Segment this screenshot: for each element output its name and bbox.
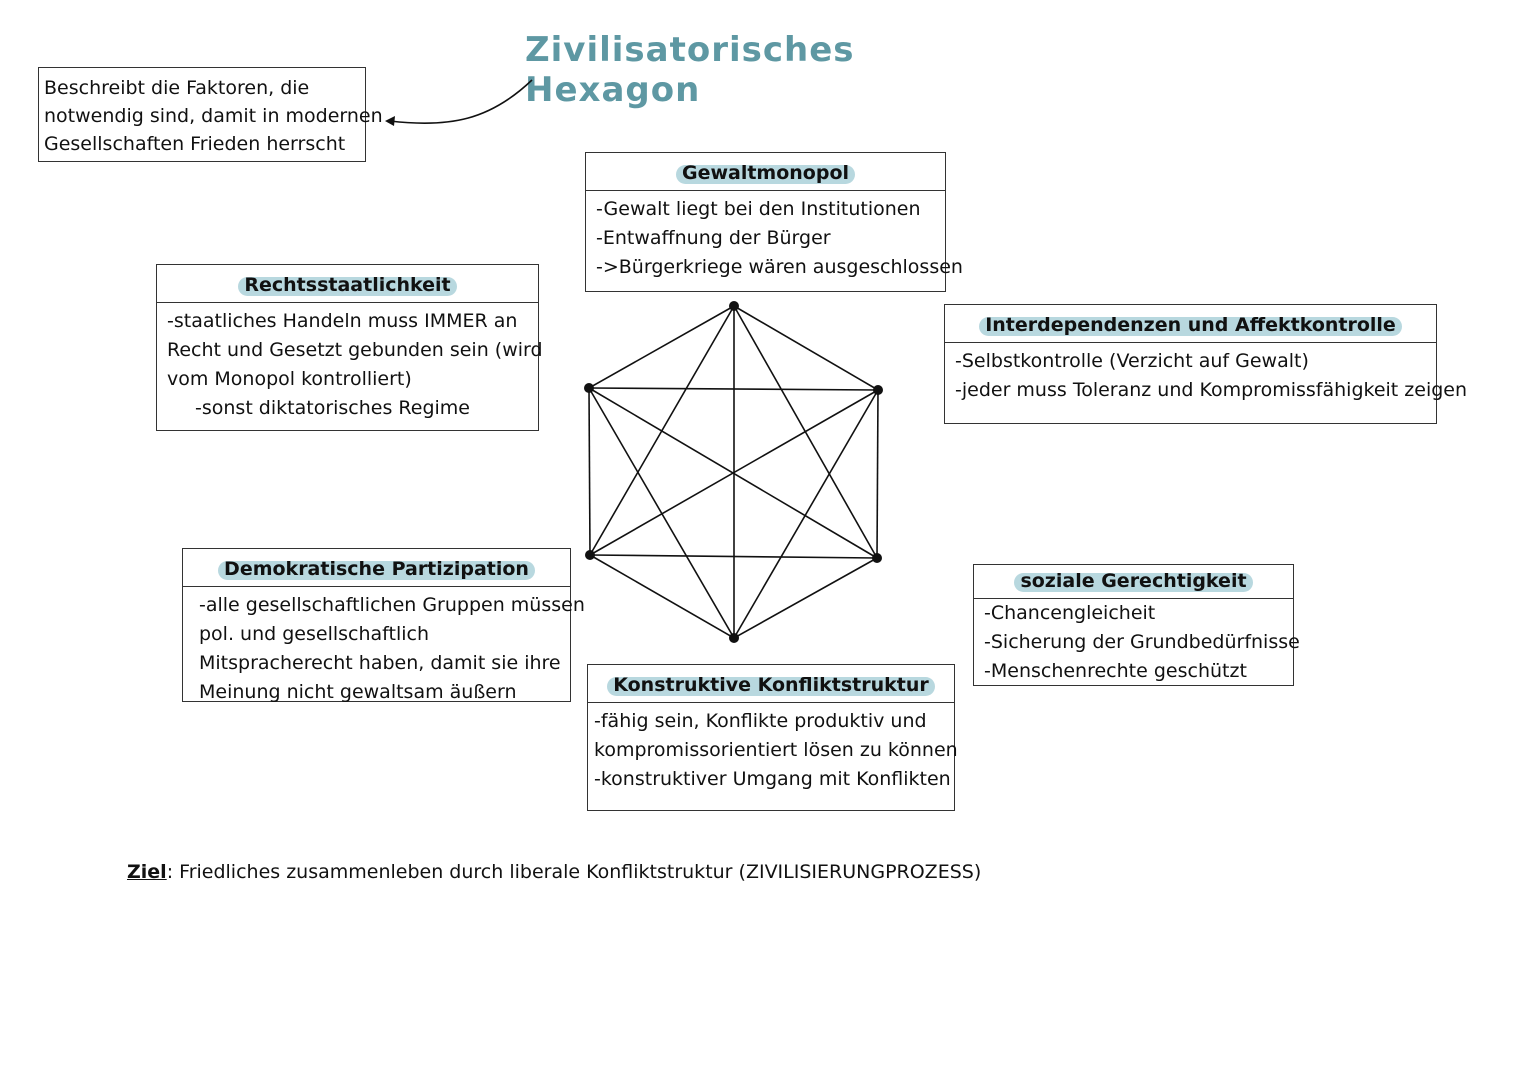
hexagon-vertex xyxy=(729,633,739,643)
box-rechtsstaatlichkeit: Rechtsstaatlichkeit -staatliches Handeln… xyxy=(156,264,543,431)
box-line: Meinung nicht gewaltsam äußern xyxy=(199,681,517,703)
box-line: -Gewalt liegt bei den Institutionen xyxy=(596,198,921,220)
box-heading: Rechtsstaatlichkeit xyxy=(238,271,457,300)
box-line: Recht und Gesetzt gebunden sein (wird xyxy=(167,339,543,361)
hexagon-line xyxy=(588,387,878,559)
hexagon-line xyxy=(733,305,879,391)
box-partizipation: Demokratische Partizipation -alle gesell… xyxy=(182,548,585,703)
hexagon-vertex xyxy=(873,385,883,395)
box-gewaltmonopol: Gewaltmonopol -Gewalt liegt bei den Inst… xyxy=(585,152,963,292)
box-line: -Selbstkontrolle (Verzicht auf Gewalt) xyxy=(955,350,1309,372)
hexagon-line xyxy=(588,387,591,556)
box-line: -alle gesellschaftlichen Gruppen müssen xyxy=(199,594,585,616)
box-line: -Chancengleicheit xyxy=(984,602,1156,624)
box-heading: Interdependenzen und Affektkontrolle xyxy=(979,311,1402,340)
hexagon-line xyxy=(588,387,735,639)
box-line: -fähig sein, Konflikte produktiv und xyxy=(594,710,927,732)
goal-label: Ziel xyxy=(127,861,167,883)
hexagon-line xyxy=(589,389,879,556)
box-line: -Entwaffnung der Bürger xyxy=(596,227,831,249)
hexagon-line xyxy=(733,557,878,639)
box-interdependenzen: Interdependenzen und Affektkontrolle -Se… xyxy=(944,304,1468,424)
intro-box: Beschreibt die Faktoren, die notwendig s… xyxy=(38,67,383,162)
hexagon-vertex xyxy=(729,301,739,311)
box-line: -jeder muss Toleranz und Kompromissfähig… xyxy=(955,379,1468,401)
intro-line: Gesellschaften Frieden herrscht xyxy=(44,133,346,155)
goal-statement: Ziel: Friedliches zusammenleben durch li… xyxy=(127,861,981,883)
hexagon-line xyxy=(589,554,878,559)
hexagon-line xyxy=(876,389,879,559)
hexagon-line xyxy=(588,305,735,389)
box-line: ->Bürgerkriege wären ausgeschlossen xyxy=(596,256,963,278)
hexagon-line xyxy=(588,387,879,391)
box-line: kompromissorientiert lösen zu können xyxy=(594,739,958,761)
page-title: Zivilisatorisches Hexagon xyxy=(525,30,855,110)
intro-arrow xyxy=(389,79,533,125)
hexagon-vertex xyxy=(585,550,595,560)
box-line: pol. und gesellschaftlich xyxy=(199,623,430,645)
goal-text: : Friedliches zusammenleben durch libera… xyxy=(166,861,982,883)
box-heading: Gewaltmonopol xyxy=(675,159,856,188)
arrow-head-icon xyxy=(385,116,395,126)
box-line: -Sicherung der Grundbedürfnisse xyxy=(984,631,1300,653)
hexagon-vertex xyxy=(872,553,882,563)
box-konfliktstruktur: Konstruktive Konfliktstruktur -fähig sei… xyxy=(587,664,958,811)
box-line: -staatliches Handeln muss IMMER an xyxy=(167,310,518,332)
box-line: Mitspracherecht haben, damit sie ihre xyxy=(199,652,561,674)
box-line: vom Monopol kontrolliert) xyxy=(167,368,412,390)
hexagon-vertex xyxy=(584,383,594,393)
intro-line: notwendig sind, damit in modernen xyxy=(44,105,383,127)
intro-line: Beschreibt die Faktoren, die xyxy=(44,77,310,99)
box-line: -konstruktiver Umgang mit Konflikten xyxy=(594,768,951,790)
box-heading: Konstruktive Konfliktstruktur xyxy=(607,671,935,700)
box-heading: Demokratische Partizipation xyxy=(218,555,535,584)
box-line: -sonst diktatorisches Regime xyxy=(195,397,470,419)
hexagon-line xyxy=(589,554,735,639)
box-heading: soziale Gerechtigkeit xyxy=(1014,567,1253,596)
box-line: -Menschenrechte geschützt xyxy=(984,660,1247,682)
box-gerechtigkeit: soziale Gerechtigkeit -Chancengleicheit … xyxy=(973,564,1300,686)
hexagon-line xyxy=(733,389,879,639)
